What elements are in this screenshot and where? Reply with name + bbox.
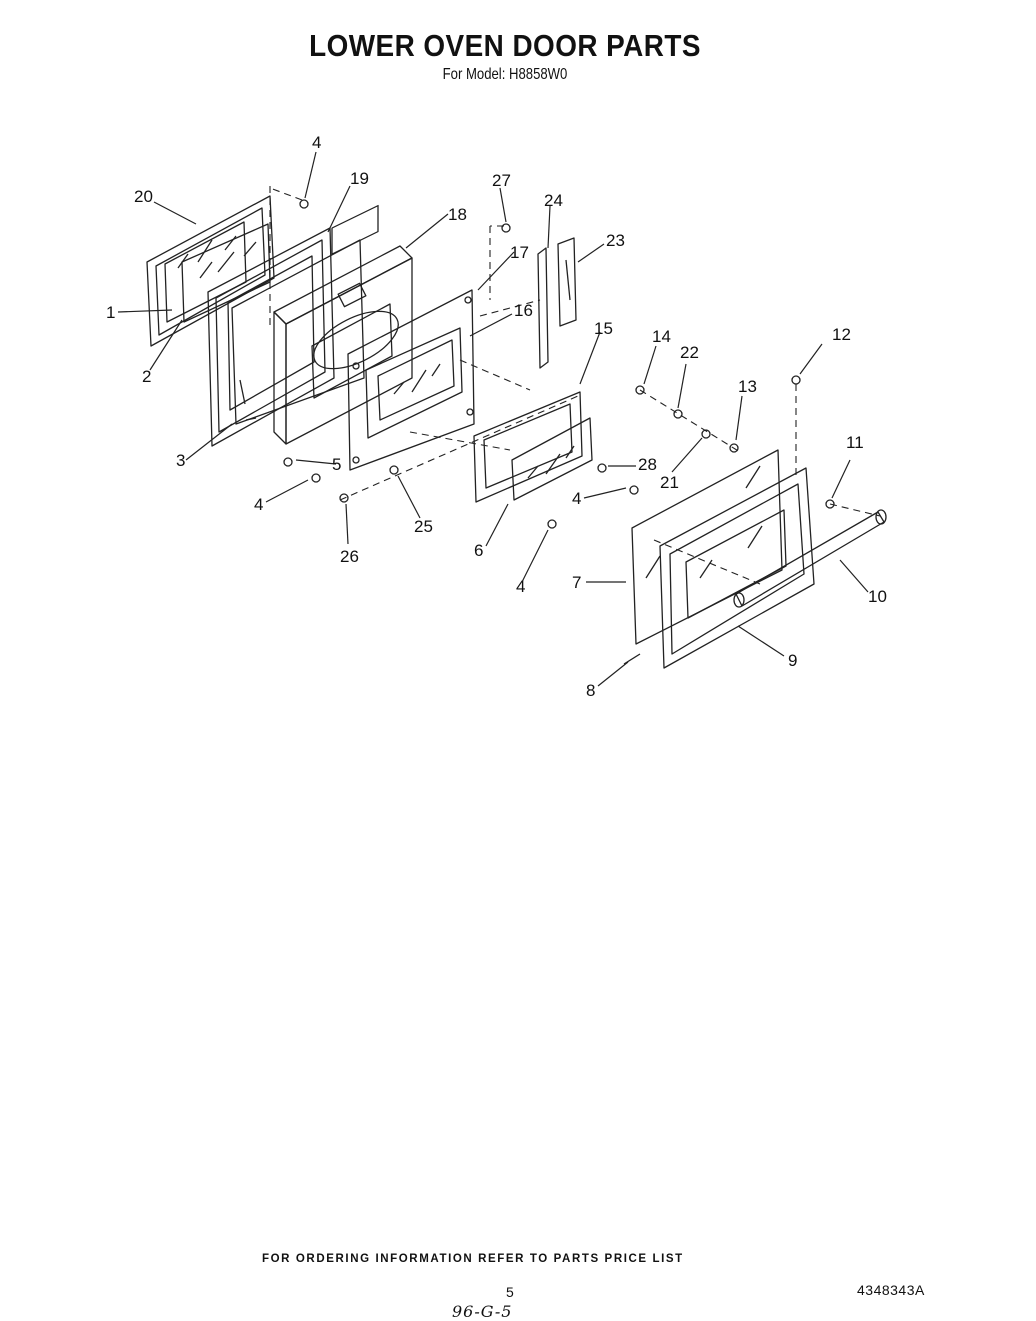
callout-11: 11 [846, 433, 864, 452]
part-7-outer-glass [631, 449, 783, 645]
callout-9: 9 [788, 651, 797, 670]
callout-28: 28 [638, 455, 657, 474]
callout-21: 21 [660, 473, 679, 492]
callout-24: 24 [544, 191, 563, 210]
callout-20: 20 [134, 187, 153, 206]
callout-4-top: 4 [312, 133, 321, 152]
part-19-door-frame [207, 204, 379, 447]
callout-27: 27 [492, 171, 511, 190]
callout-13: 13 [738, 377, 757, 396]
part-23-side-trim [557, 237, 577, 327]
handwritten-note: 96-G-5 [452, 1302, 513, 1321]
callout-12: 12 [832, 325, 851, 344]
callout-labels: 1 2 3 4 4 4 4 5 6 7 8 9 10 11 12 13 14 1… [106, 133, 887, 700]
callout-15: 15 [594, 319, 613, 338]
callout-6: 6 [474, 541, 483, 560]
leader-lines [117, 151, 869, 687]
part-6-glass [511, 417, 593, 501]
hardware-fasteners [283, 199, 835, 665]
part-15-window-frame [473, 391, 583, 503]
callout-8: 8 [586, 681, 595, 700]
part-9-outer-frame [659, 467, 815, 669]
callout-19: 19 [350, 169, 369, 188]
ordering-info-note: FOR ORDERING INFORMATION REFER TO PARTS … [262, 1253, 684, 1265]
page-number: 5 [506, 1284, 514, 1300]
callout-4-left: 4 [254, 495, 263, 514]
callout-5: 5 [332, 455, 341, 474]
callout-2: 2 [142, 367, 151, 386]
callout-16: 16 [514, 301, 533, 320]
part-10-handle [733, 509, 887, 608]
part-18-insulation [273, 245, 413, 445]
callout-22: 22 [680, 343, 699, 362]
callout-4-mid: 4 [572, 489, 581, 508]
callout-3: 3 [176, 451, 185, 470]
callout-10: 10 [868, 587, 887, 606]
callout-7: 7 [572, 573, 581, 592]
callout-4-bottom: 4 [516, 577, 525, 596]
part-16-inner-panel [347, 289, 475, 471]
alignment-lines [269, 186, 881, 585]
callout-1: 1 [106, 303, 115, 322]
callout-25: 25 [414, 517, 433, 536]
part-24-side-strip [537, 247, 549, 369]
callout-17: 17 [510, 243, 529, 262]
callout-23: 23 [606, 231, 625, 250]
callout-18: 18 [448, 205, 467, 224]
document-number: 4348343A [857, 1282, 925, 1298]
callout-14: 14 [652, 327, 671, 346]
part-3-lower-frame [231, 239, 365, 425]
model-subtitle: For Model: H8858W0 [442, 66, 568, 83]
page-title: LOWER OVEN DOOR PARTS [309, 28, 701, 63]
part-20-rear-panel [146, 195, 275, 347]
callout-26: 26 [340, 547, 359, 566]
